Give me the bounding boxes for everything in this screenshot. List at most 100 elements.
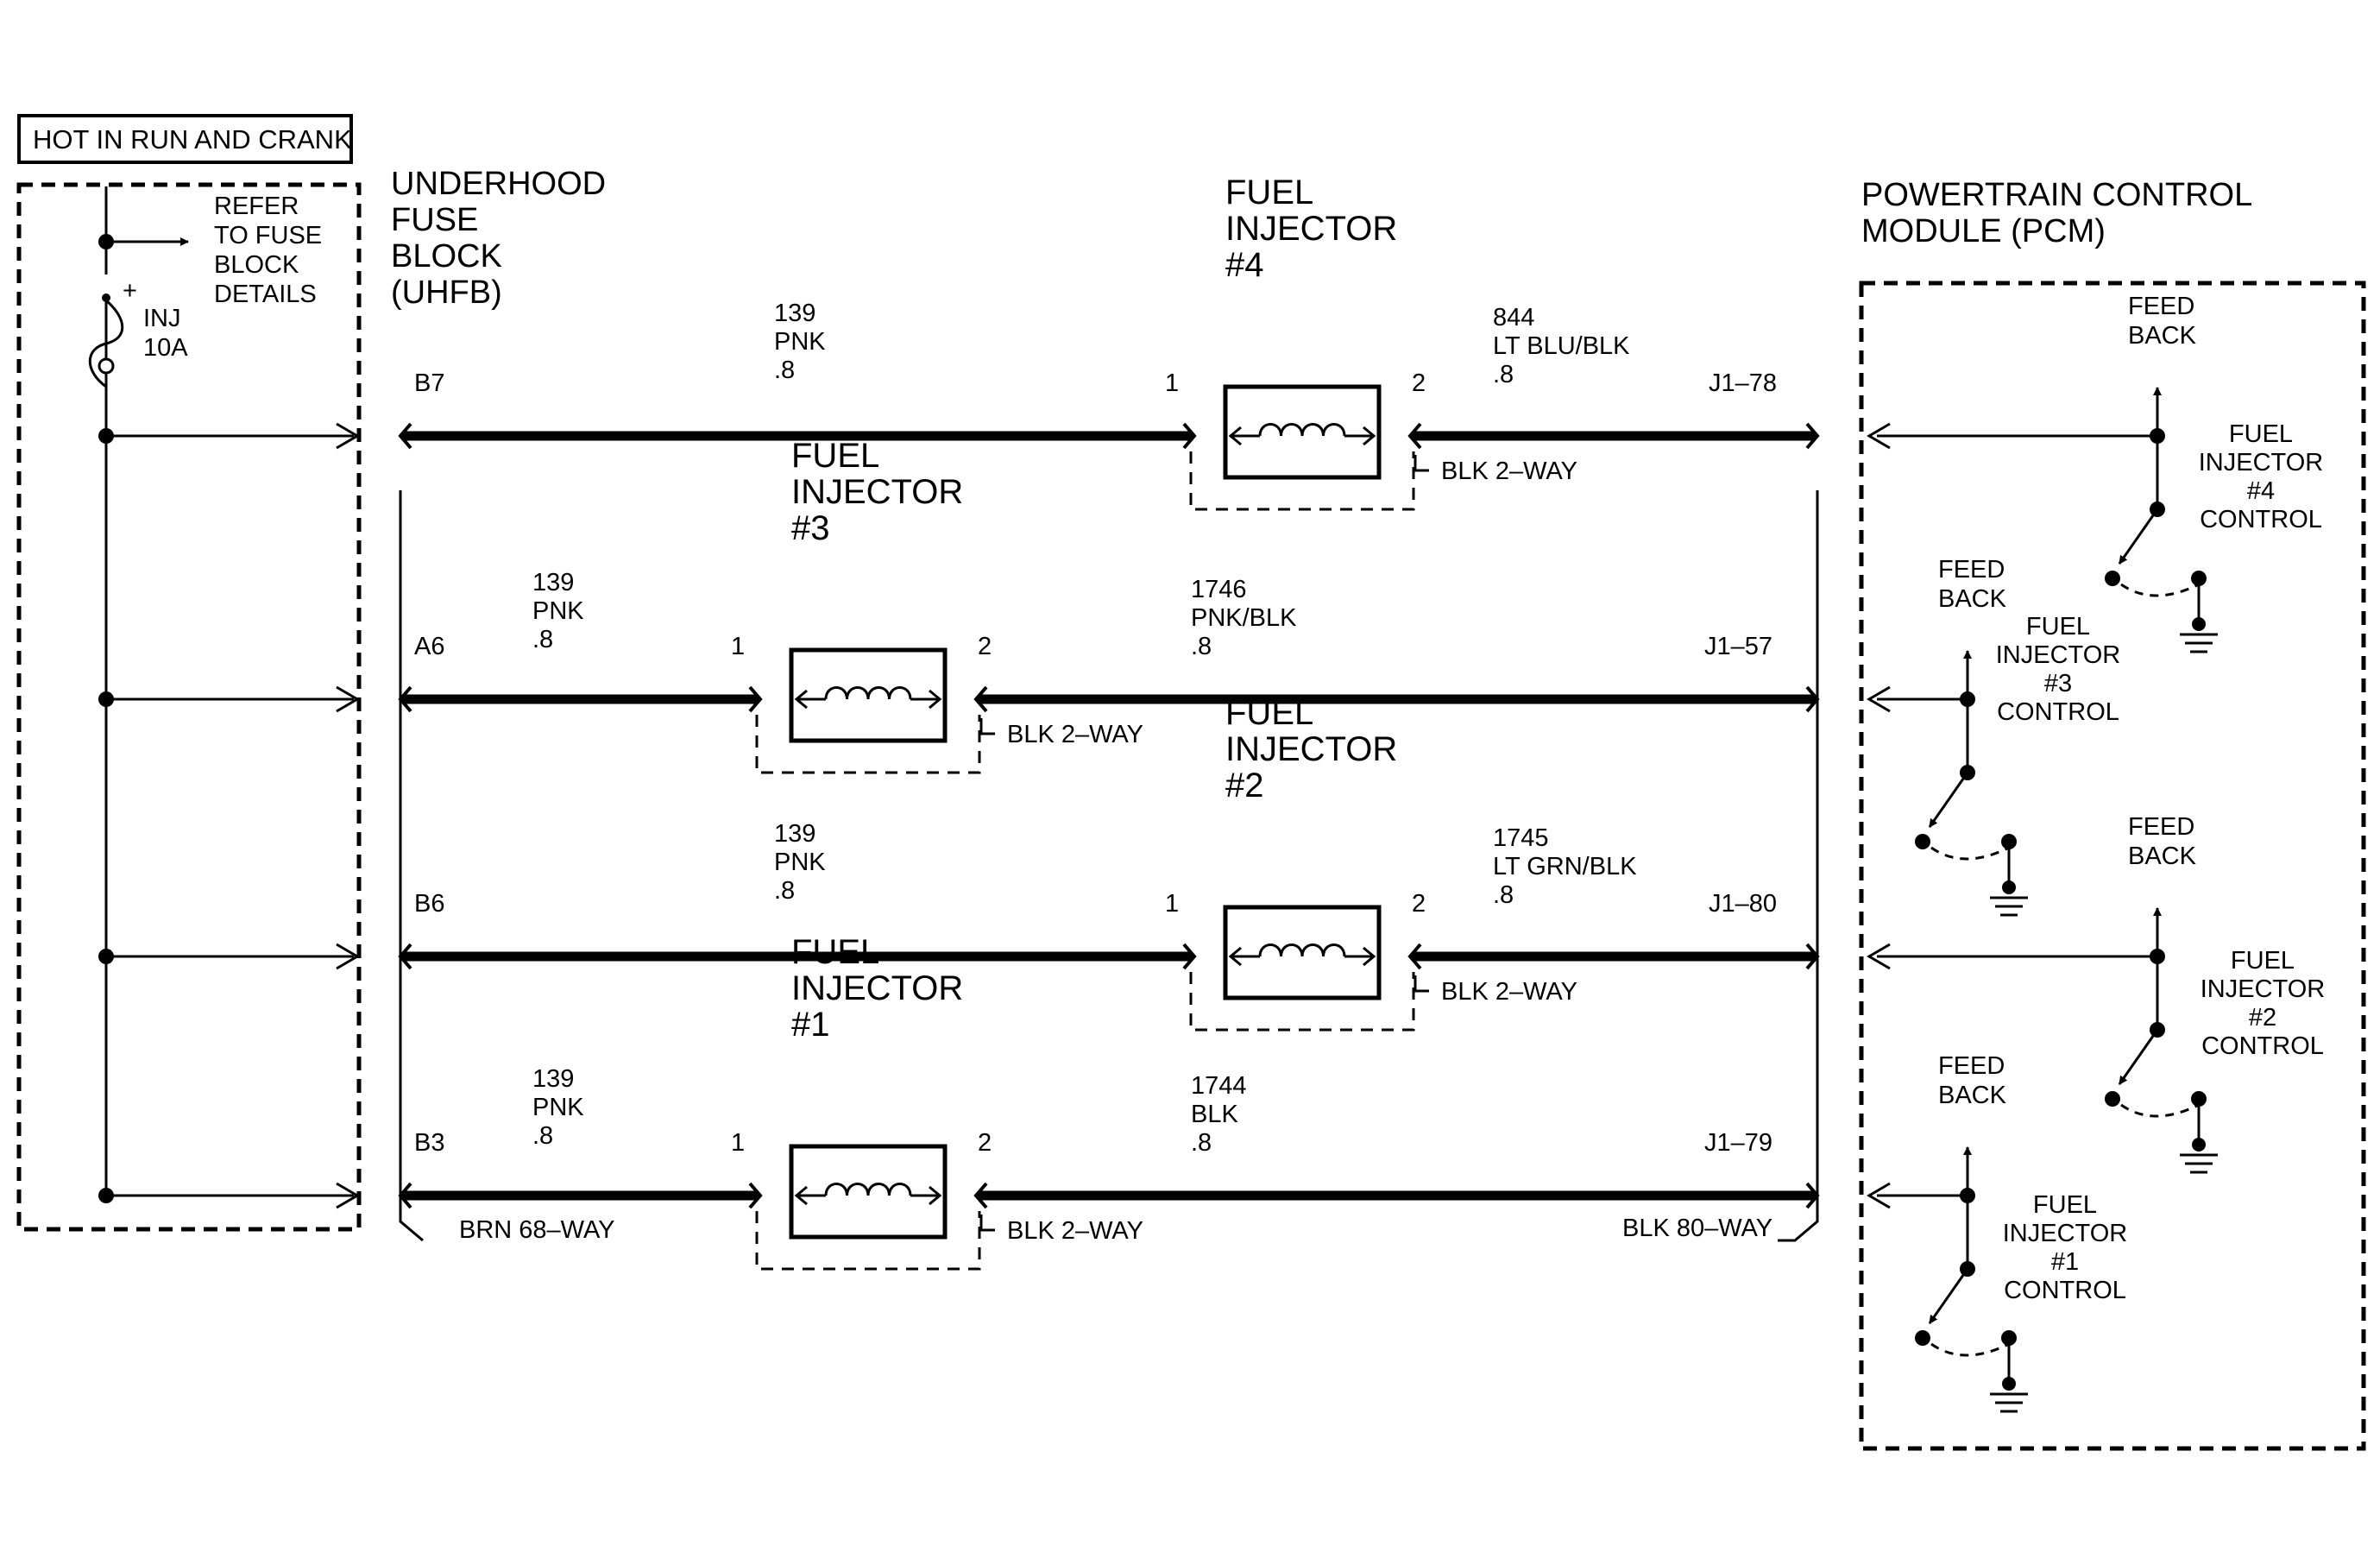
switch-arm — [2118, 508, 2159, 565]
control-wire-spec: 844 — [1493, 304, 1534, 331]
control-wire-spec: .8 — [1191, 1129, 1212, 1157]
fuse-polarity: + — [123, 277, 137, 305]
ground-node — [2192, 1138, 2206, 1152]
pcm-terminal-arrow — [1867, 943, 1891, 970]
injector-pin-out: 2 — [1412, 369, 1426, 397]
pcm-control-label: CONTROL — [2201, 1032, 2324, 1060]
switch-contact — [2105, 571, 2120, 586]
pcm-terminal-arrow — [1867, 685, 1891, 713]
feed-wire-spec: .8 — [774, 877, 795, 905]
injector-pin-in: 1 — [1165, 369, 1179, 397]
injector-pin1-terminal — [1182, 422, 1197, 450]
pcm-control-label: FUEL — [2026, 613, 2090, 641]
control-wire-spec: .8 — [1493, 361, 1514, 388]
svg-text:BLK 80–WAY: BLK 80–WAY — [1622, 1215, 1772, 1242]
svg-text:DETAILS: DETAILS — [214, 281, 317, 308]
pcm-control-label: #2 — [2249, 1004, 2276, 1032]
svg-text:POWERTRAIN CONTROL: POWERTRAIN CONTROL — [1861, 177, 2252, 213]
switch-link — [2120, 1103, 2200, 1118]
injector-pin-out: 2 — [978, 633, 992, 660]
uhfb-terminal-arrow — [336, 422, 360, 450]
injector-connector-leader — [979, 1215, 995, 1232]
pcm-pin: J1–79 — [1704, 1129, 1772, 1157]
pcm-control-label: #3 — [2044, 670, 2072, 697]
injector-connector-shell — [1189, 451, 1415, 511]
feed-wire-spec: PNK — [532, 1094, 584, 1121]
uhfb-pin: B7 — [414, 369, 444, 397]
injector-coil — [824, 1183, 912, 1196]
switch-arm — [2118, 1029, 2159, 1085]
feed-wire-spec: 139 — [532, 569, 574, 596]
injector-number: #4 — [1225, 246, 1264, 284]
control-wire-spec: LT GRN/BLK — [1493, 853, 1637, 880]
feed-wire-end — [398, 943, 412, 970]
coil-lead-arrows — [1228, 946, 1376, 967]
feed-wire-spec: 139 — [774, 300, 815, 327]
feedback-label: BACK — [2128, 842, 2197, 870]
coil-lead-arrows — [794, 1185, 942, 1206]
feed-wire-spec: .8 — [774, 357, 795, 384]
control-wire-spec: 1745 — [1493, 824, 1549, 852]
uhfb-pin: B3 — [414, 1129, 444, 1157]
svg-text:FUSE: FUSE — [391, 202, 478, 238]
injector-pin1-terminal — [748, 685, 763, 713]
injector-number: #2 — [1225, 767, 1264, 805]
ground-node — [2192, 617, 2206, 631]
uhfb-terminal-arrow — [336, 685, 360, 713]
pcm-terminal-arrow — [1867, 422, 1891, 450]
injector-pin2-terminal — [1407, 943, 1422, 970]
injector-pin1-terminal — [748, 1182, 763, 1209]
coil-lead-arrows — [794, 689, 942, 710]
injector-coil — [1258, 423, 1346, 437]
injector-title-line1: FUEL — [791, 933, 879, 971]
injector-connector-shell — [1189, 972, 1415, 1032]
switch-contact — [2105, 1091, 2120, 1107]
injector-title-line1: FUEL — [791, 437, 879, 475]
feed-wire-end — [398, 422, 412, 450]
pcm-wire-end — [1805, 1182, 1820, 1209]
injector-pin1-terminal — [1182, 943, 1197, 970]
uhfb-pin: B6 — [414, 890, 444, 918]
injector-coil — [824, 686, 912, 700]
injector-pin2-terminal — [1407, 422, 1422, 450]
svg-text:BRN 68–WAY: BRN 68–WAY — [459, 1216, 615, 1244]
feed-wire-end — [398, 1182, 412, 1209]
pcm-wire-end — [1805, 685, 1820, 713]
underhood-fuse-block — [16, 182, 362, 1232]
pcm-control-label: FUEL — [2033, 1191, 2097, 1219]
injector-connector-label: BLK 2–WAY — [1441, 458, 1577, 485]
svg-text:BLOCK: BLOCK — [214, 251, 299, 279]
pcm-terminal-arrow — [1867, 1182, 1891, 1209]
ground-icon — [2180, 633, 2218, 653]
control-wire-spec: 1746 — [1191, 576, 1247, 603]
feed-wire-spec: PNK — [532, 597, 584, 625]
injector-connector-leader — [1414, 455, 1429, 472]
switch-contact — [1915, 834, 1930, 849]
injector-connector-label: BLK 2–WAY — [1007, 721, 1143, 748]
pcm-wire-end — [1805, 943, 1820, 970]
switch-link — [1930, 846, 2010, 861]
feedback-label: BACK — [1938, 585, 2007, 613]
injector-coil-box — [1223, 384, 1382, 480]
uhfb-connector-shell: BRN 68–WAY — [399, 490, 615, 1244]
feedback-label: FEED — [1938, 556, 2005, 584]
injector-title-line2: INJECTOR — [1225, 210, 1397, 248]
svg-text:UNDERHOOD: UNDERHOOD — [391, 166, 606, 202]
injector-title-line1: FUEL — [1225, 694, 1313, 732]
injector-pin2-terminal — [973, 1182, 988, 1209]
injector-pin-in: 1 — [1165, 890, 1179, 918]
injector-number: #1 — [791, 1006, 830, 1044]
ground-node — [2002, 1377, 2016, 1391]
injector-connector-leader — [1414, 975, 1429, 993]
pcm-control-label: #4 — [2247, 477, 2275, 505]
injector-title-line2: INJECTOR — [1225, 730, 1397, 768]
control-wire-spec: BLK — [1191, 1101, 1238, 1128]
switch-contact — [1915, 1330, 1930, 1346]
svg-text:BLOCK: BLOCK — [391, 238, 502, 275]
pcm-title: POWERTRAIN CONTROL MODULE (PCM) — [1861, 177, 2252, 249]
fuse-name: INJ — [143, 305, 181, 332]
injector-coil — [1258, 943, 1346, 957]
